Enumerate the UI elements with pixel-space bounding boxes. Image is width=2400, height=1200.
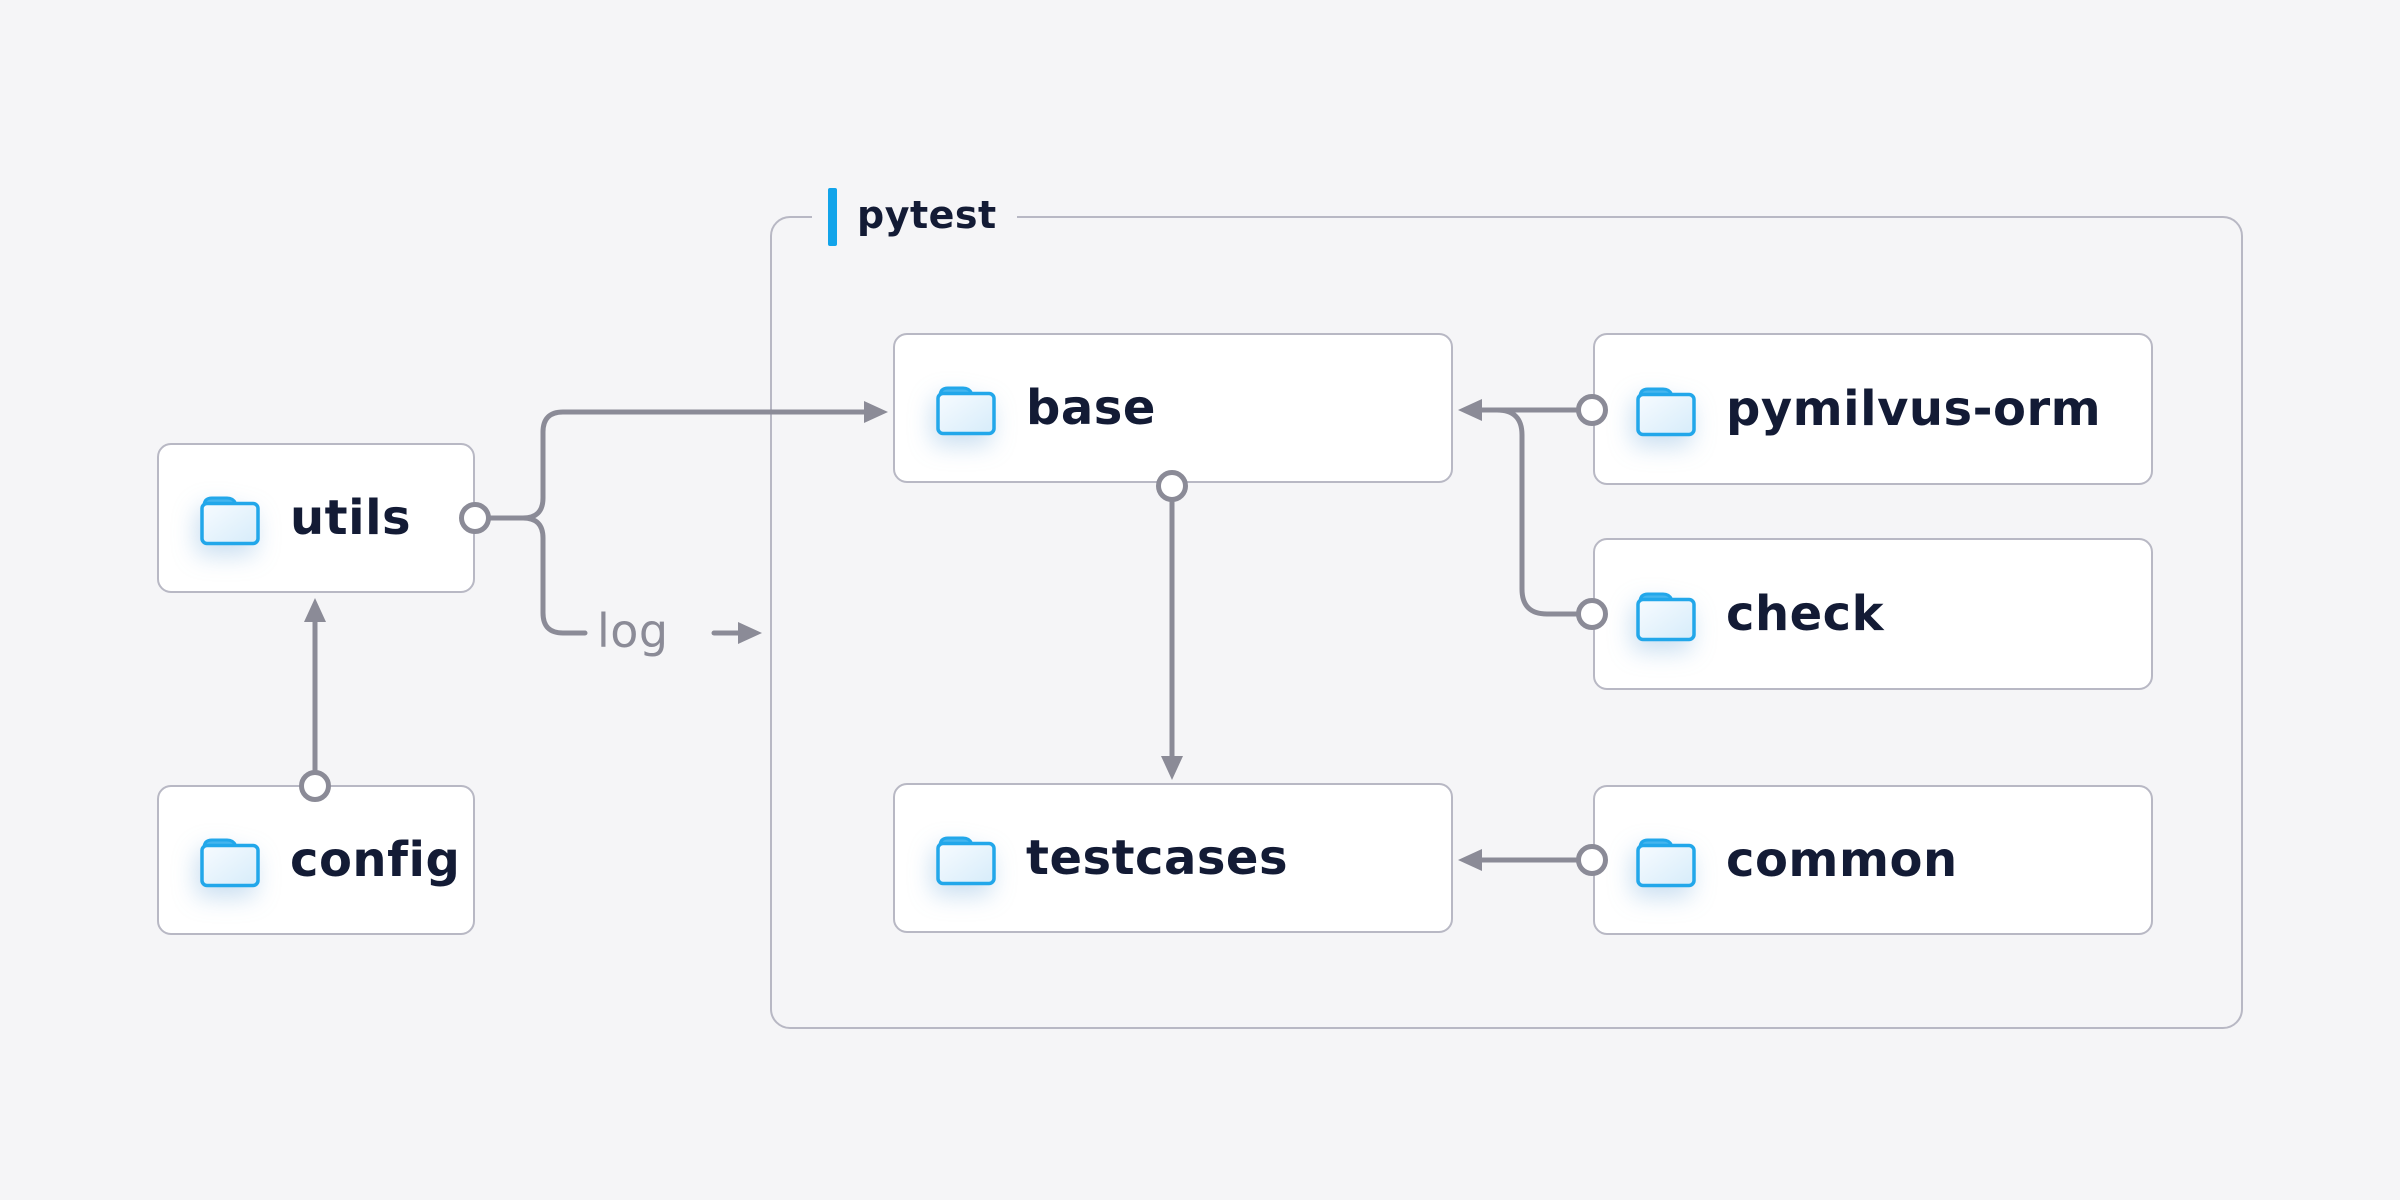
node-label: testcases [1026, 830, 1289, 886]
folder-icon [200, 496, 260, 546]
node-config: config [157, 785, 475, 935]
node-common: common [1593, 785, 2153, 935]
edge-utils-to-log-branch [484, 515, 588, 636]
node-pymilvus-orm: pymilvus-orm [1593, 333, 2153, 485]
node-label: check [1726, 586, 1885, 642]
folder-icon [1636, 838, 1696, 888]
folder-icon [1636, 592, 1696, 642]
node-base: base [893, 333, 1453, 483]
node-label: pymilvus-orm [1726, 381, 2102, 437]
edge-label-log: log [597, 604, 669, 658]
pytest-group-label: pytest [812, 185, 1017, 249]
accent-bar [828, 188, 837, 246]
group-title: pytest [857, 193, 997, 237]
node-label: base [1026, 380, 1156, 436]
folder-icon [936, 836, 996, 886]
node-testcases: testcases [893, 783, 1453, 933]
node-label: config [290, 832, 461, 888]
node-check: check [1593, 538, 2153, 690]
pytest-group-container: pytest [770, 185, 2243, 1029]
folder-icon [1636, 387, 1696, 437]
folder-icon [200, 838, 260, 888]
node-utils: utils [157, 443, 475, 593]
folder-icon [936, 386, 996, 436]
node-label: utils [290, 490, 412, 546]
node-label: common [1726, 832, 1958, 888]
